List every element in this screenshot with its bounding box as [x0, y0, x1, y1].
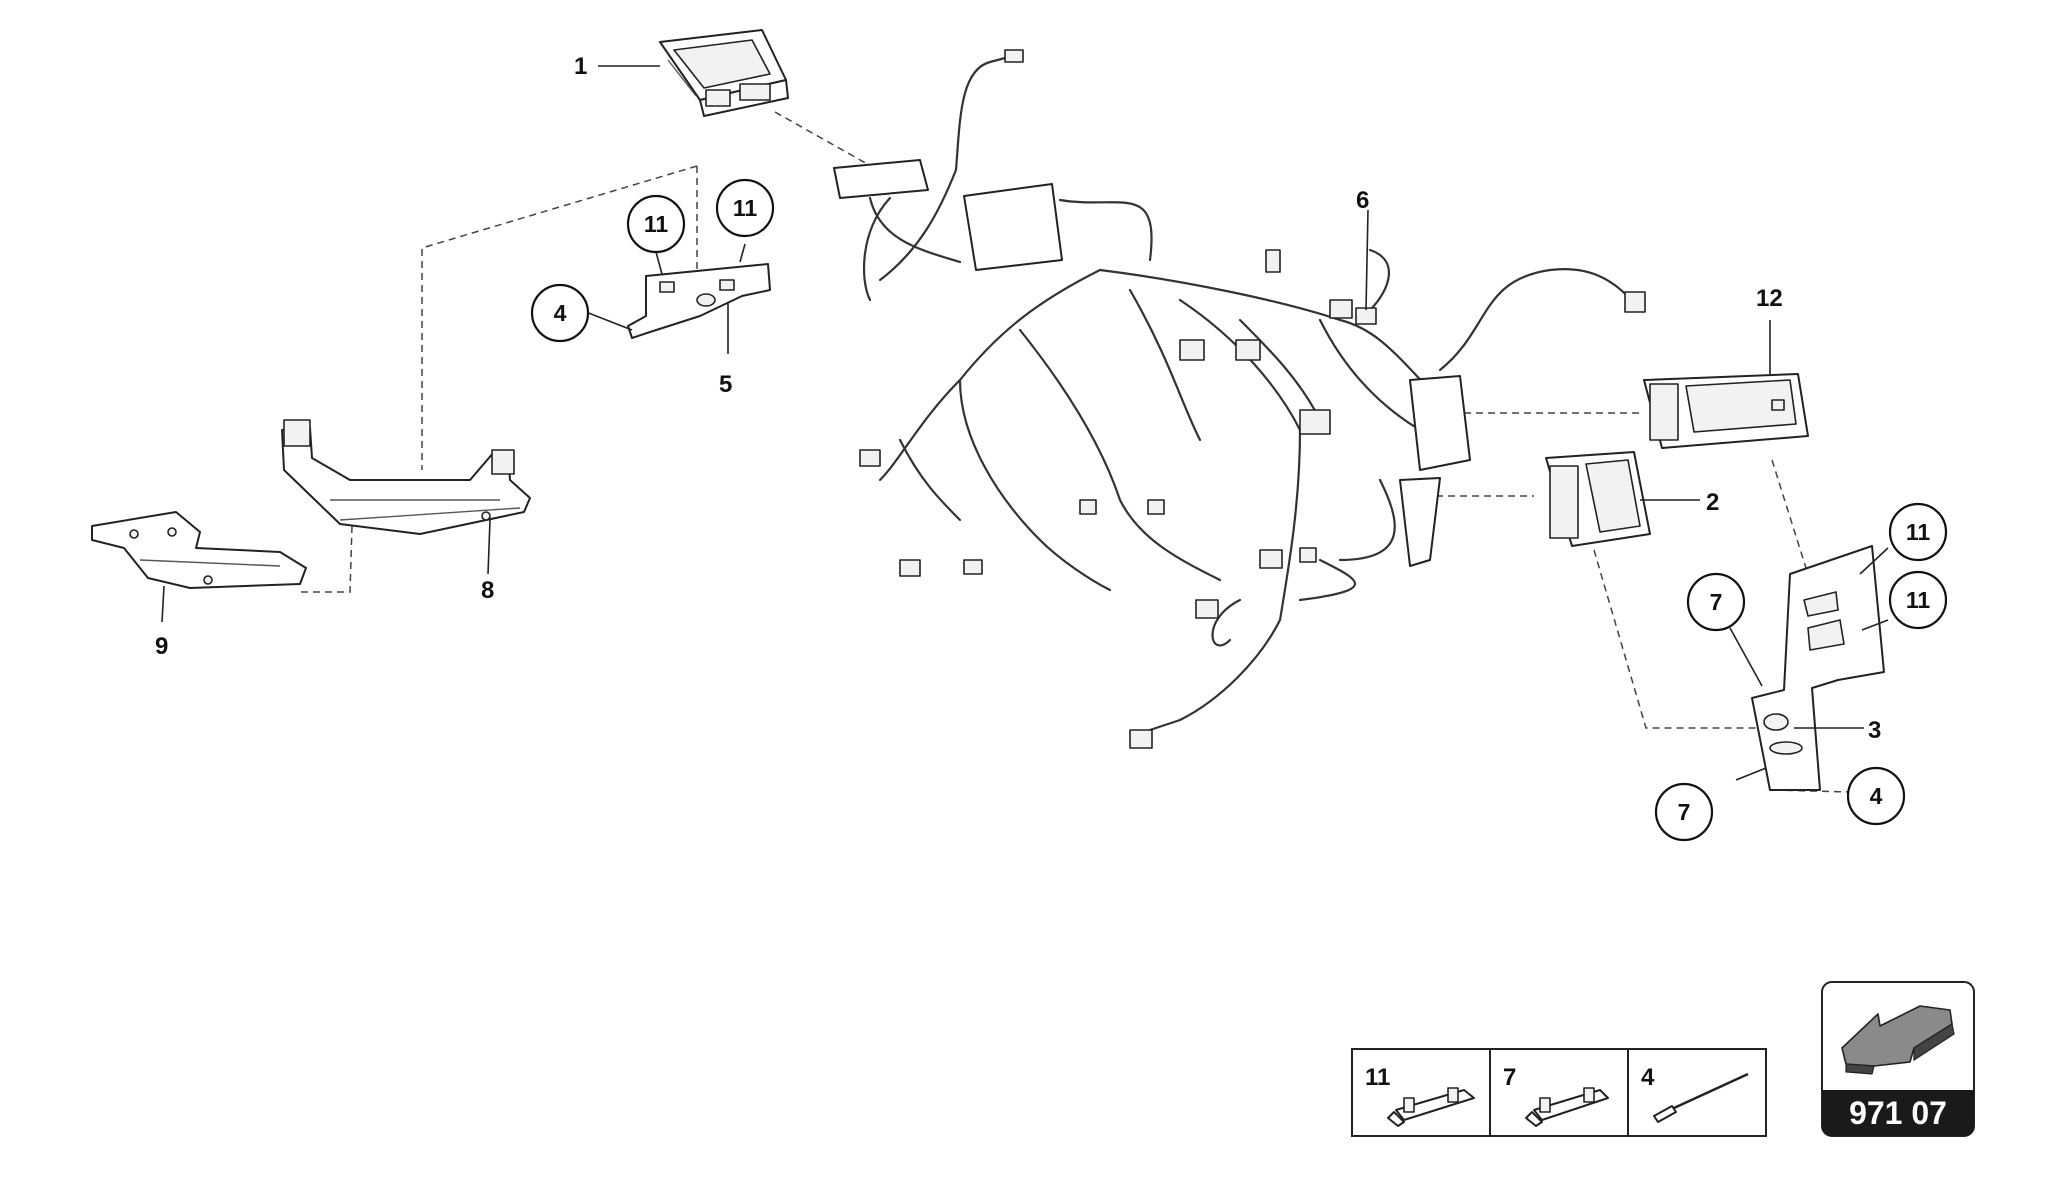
callout-3: 3	[1868, 717, 1881, 744]
callout-6: 6	[1356, 187, 1369, 214]
tray-8	[281, 419, 531, 535]
clip-icon	[1525, 1087, 1609, 1127]
circled-callout-7-lower: 7	[1654, 782, 1714, 842]
leader-lines	[161, 65, 1889, 781]
callout-9: 9	[155, 633, 168, 660]
wiring-harness-6	[833, 49, 1646, 749]
svg-text:11: 11	[1906, 587, 1931, 613]
tray-9	[91, 511, 307, 589]
svg-text:11: 11	[644, 211, 669, 237]
legend-label-11: 11	[1365, 1064, 1390, 1091]
control-unit-1	[659, 29, 789, 117]
svg-text:7: 7	[1678, 799, 1691, 825]
callouts: 1 2 3 5 6 8 9 12	[155, 53, 1881, 744]
svg-text:4: 4	[554, 300, 567, 326]
circled-callout-7-upper: 7	[1686, 572, 1746, 632]
circled-callout-11-top-right: 11	[715, 178, 775, 238]
group-code-badge: 971 07	[1821, 981, 1975, 1137]
circled-callout-4-right: 4	[1846, 766, 1906, 826]
rivet-icon	[1653, 1072, 1749, 1123]
callout-8: 8	[481, 577, 494, 604]
legend-item-11: 11	[1365, 1064, 1475, 1127]
circled-callout-11-right-lower: 11	[1888, 570, 1948, 630]
legend-label-7: 7	[1503, 1064, 1516, 1091]
svg-text:11: 11	[733, 195, 758, 221]
callout-5: 5	[719, 371, 732, 398]
legend-item-7: 7	[1503, 1064, 1609, 1127]
circled-callout-4-top: 4	[530, 283, 590, 343]
circled-callout-11-right-upper: 11	[1888, 502, 1948, 562]
bracket-3	[1751, 545, 1885, 791]
legend-item-4: 4	[1641, 1064, 1749, 1123]
control-unit-12	[1643, 373, 1809, 449]
control-unit-2	[1545, 451, 1651, 547]
svg-text:11: 11	[1906, 519, 1931, 545]
callout-2: 2	[1706, 489, 1719, 516]
fastener-legend: 11 7 4	[1351, 1048, 1767, 1137]
svg-text:4: 4	[1870, 783, 1883, 809]
dashed-connection-lines	[300, 111, 1851, 793]
callout-1: 1	[574, 53, 587, 80]
bracket-5	[627, 263, 771, 339]
svg-text:7: 7	[1710, 589, 1723, 615]
group-code: 971 07	[1849, 1095, 1947, 1131]
clip-icon	[1387, 1087, 1475, 1127]
circled-callouts: 4 11 11 11 11 7 7 4	[530, 178, 1948, 842]
legend-label-4: 4	[1641, 1064, 1655, 1091]
circled-callout-11-top-left: 11	[626, 194, 686, 254]
callout-12: 12	[1756, 285, 1783, 312]
arrow-icon	[1841, 1005, 1955, 1075]
